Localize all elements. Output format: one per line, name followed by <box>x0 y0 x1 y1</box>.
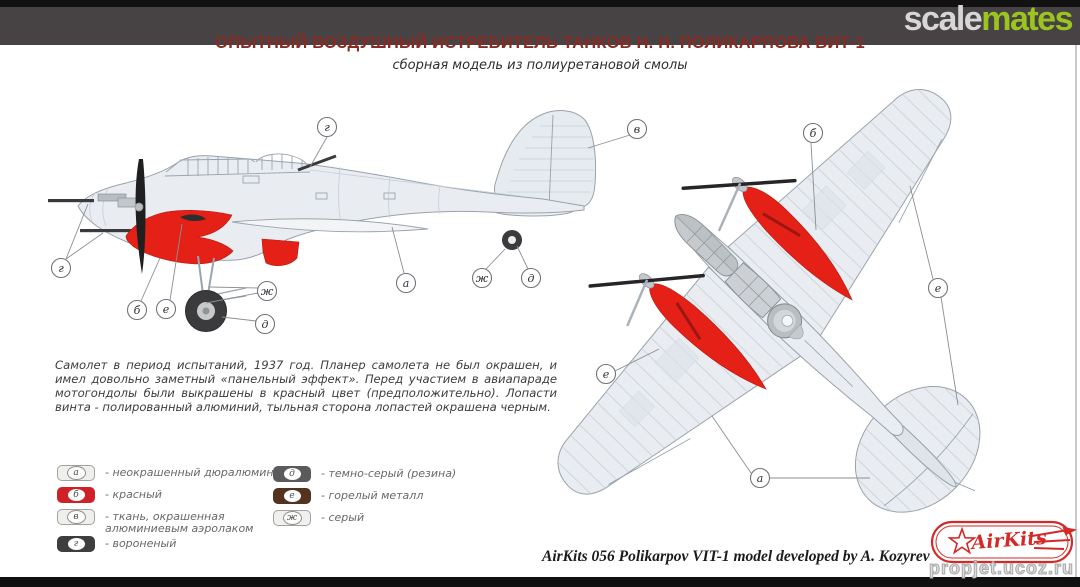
canopy-frames <box>164 153 396 200</box>
callout: а <box>395 272 417 294</box>
legend-label: - горелый металл <box>321 489 424 502</box>
leader-lines <box>65 134 959 479</box>
red-fairing-side <box>261 238 300 267</box>
top-view-drawing <box>557 88 981 513</box>
legend-label: - неокрашенный дюралюминий <box>105 466 288 479</box>
page-right-border <box>1075 45 1077 577</box>
legend-letter: б <box>73 490 79 500</box>
description-paragraph: Самолет в период испытаний, 1937 год. Пл… <box>55 358 557 414</box>
legend-swatch: в <box>57 509 95 525</box>
exhaust <box>180 214 206 222</box>
nose-gun <box>48 199 94 203</box>
legend-row: ж - серый <box>273 510 364 526</box>
callout: ж <box>256 280 278 302</box>
callout: г <box>50 257 72 279</box>
callout: б <box>802 122 824 144</box>
legend-row: б - красный <box>57 487 162 503</box>
legend-letter: г <box>73 539 79 549</box>
legend-row: г - вороненый <box>57 536 176 552</box>
callout: г <box>316 116 338 138</box>
legend-letter: д <box>289 469 295 479</box>
callout: д <box>254 313 276 335</box>
legend-letter: ж <box>286 513 298 523</box>
legend-label: - красный <box>105 488 162 501</box>
page-title: ОПЫТНЫЙ ВОЗДУШНЫЙ ИСТРЕБИТЕЛЬ ТАНКОВ Н. … <box>215 34 865 52</box>
rear-gun <box>297 154 337 172</box>
watermark: propjet.ucoz.ru <box>929 558 1074 579</box>
turret-ring <box>767 303 804 340</box>
page-subtitle: сборная модель из полиуретановой смолы <box>392 58 688 73</box>
callout-letter: г <box>58 262 64 275</box>
airkits-logo-text: AirKits <box>969 527 1048 554</box>
scalemates-logo-mates: mates <box>981 0 1073 38</box>
legend-swatch: ж <box>273 510 311 526</box>
callout-letter: д <box>528 272 535 285</box>
legend-label: - вороненый <box>105 537 177 550</box>
legend-swatch: е <box>273 488 311 504</box>
callout-letter: б <box>810 127 817 140</box>
callout-circles: г в г б е ж д а ж д б е е а <box>50 116 949 489</box>
propeller-blade-side <box>135 159 146 274</box>
red-nacelle-right <box>742 186 853 301</box>
callout-letter: ж <box>476 272 489 285</box>
callout-letter: г <box>324 121 330 134</box>
callout-letter: а <box>757 472 764 485</box>
legend-label: - серый <box>321 511 365 524</box>
callout-letter: б <box>134 304 141 317</box>
callout-letter: ж <box>261 285 274 298</box>
callout: б <box>126 299 148 321</box>
airkits-logo: AirKits <box>930 520 1078 564</box>
callout: в <box>626 118 648 140</box>
tail-wheel <box>502 230 522 250</box>
callout: д <box>520 267 542 289</box>
bottom-bar <box>0 577 1080 587</box>
callout-letter: д <box>262 318 269 331</box>
legend-row: е - горелый металл <box>273 488 423 504</box>
legend-swatch: г <box>57 536 95 552</box>
scalemates-logo-scale: scale <box>903 0 983 38</box>
lower-gun <box>80 229 138 233</box>
wing-icon <box>1031 526 1078 550</box>
legend-letter: а <box>73 468 79 478</box>
callout: е <box>927 277 949 299</box>
callout: е <box>595 363 617 385</box>
callout-letter: а <box>403 277 410 290</box>
legend-row: д - темно-серый (резина) <box>273 466 456 482</box>
header-bar <box>0 7 1080 45</box>
red-nacelle-left <box>649 283 767 390</box>
propeller-blades-top <box>588 178 797 288</box>
callout: ж <box>471 267 493 289</box>
legend-swatch: а <box>57 465 95 481</box>
main-landing-gear <box>185 255 247 332</box>
panel-effect <box>618 150 886 428</box>
top-edge-strip <box>0 0 1080 7</box>
legend-label: - темно-серый (резина) <box>321 467 457 480</box>
legend-swatch: д <box>273 466 311 482</box>
footer-credit: AirKits 056 Polikarpov VIT-1 model devel… <box>542 548 930 565</box>
callout: е <box>155 298 177 320</box>
legend-row: а - неокрашенный дюралюминий <box>57 465 288 481</box>
scalemates-logo: scalemates <box>903 0 1074 39</box>
legend-swatch: б <box>57 487 95 503</box>
callout-letter: е <box>935 282 942 295</box>
star-icon <box>947 526 977 555</box>
legend-letter: в <box>73 512 79 522</box>
callout-letter: е <box>163 303 170 316</box>
callout: а <box>749 467 771 489</box>
side-view-drawing <box>48 110 597 332</box>
callout-letter: е <box>603 368 610 381</box>
callout-letter: в <box>634 123 640 136</box>
legend-letter: е <box>289 491 295 501</box>
